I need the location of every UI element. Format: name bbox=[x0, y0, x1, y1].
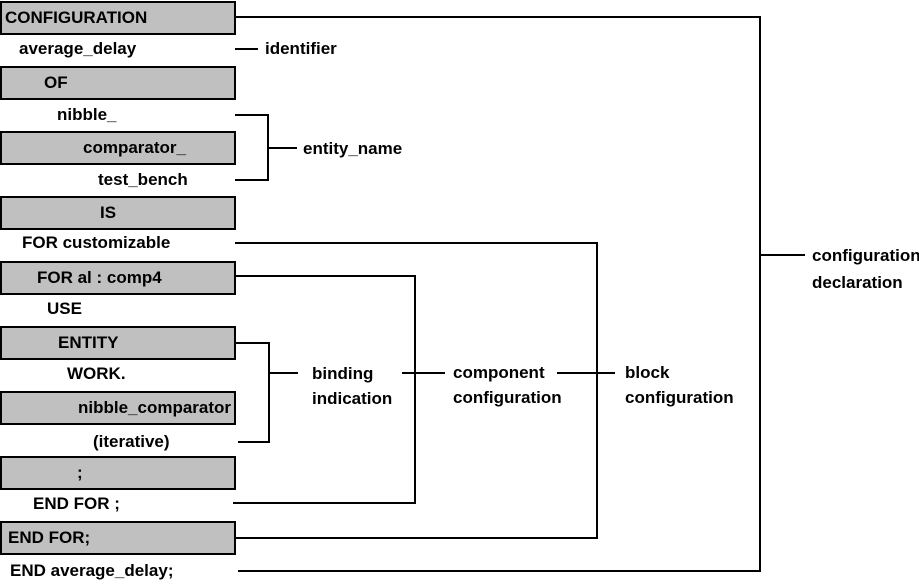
code-fragment-label: USE bbox=[47, 299, 82, 318]
code-fragment-label: END FOR ; bbox=[33, 494, 120, 513]
code-fragment-for-al-comp4: FOR al : comp4 bbox=[0, 261, 236, 295]
code-fragment-label: average_delay bbox=[19, 39, 137, 58]
code-fragment-comparator: comparator_ bbox=[0, 131, 236, 165]
end-for-outer-line bbox=[235, 537, 598, 539]
code-fragment-configuration: CONFIGURATION bbox=[0, 1, 236, 35]
label-entity-name-text: entity_name bbox=[303, 139, 403, 158]
configuration-declaration-stub bbox=[759, 254, 805, 256]
binding-to-component-line bbox=[402, 372, 445, 374]
identifier-stub bbox=[235, 48, 258, 50]
label-binding-line1: binding bbox=[312, 364, 374, 383]
code-fragment-nibble: nibble_ bbox=[57, 104, 117, 126]
code-fragment-label: ; bbox=[77, 463, 83, 482]
for-al-comp4-line bbox=[235, 275, 416, 277]
code-fragment-label: CONFIGURATION bbox=[5, 8, 148, 27]
code-fragment-end-average-delay: END average_delay; bbox=[10, 560, 173, 582]
code-fragment-is: IS bbox=[0, 196, 236, 230]
code-fragment-end-for-inner: END FOR ; bbox=[33, 493, 120, 515]
component-configuration-bracket bbox=[414, 275, 416, 504]
code-fragment-label: ENTITY bbox=[58, 333, 119, 352]
code-fragment-label: IS bbox=[100, 203, 117, 222]
code-fragment-label: END average_delay; bbox=[10, 561, 174, 580]
code-fragment-for-customizable: FOR customizable bbox=[22, 232, 170, 254]
code-fragment-iterative: (iterative) bbox=[93, 431, 170, 453]
code-fragment-end-for-outer: END FOR; bbox=[0, 521, 236, 555]
label-block-line1: block bbox=[625, 363, 670, 382]
iterative-line bbox=[238, 441, 270, 443]
label-component-line1: component bbox=[453, 363, 545, 382]
code-fragment-entity: ENTITY bbox=[0, 326, 236, 360]
code-fragment-use: USE bbox=[47, 298, 82, 320]
code-fragment-label: test_bench bbox=[98, 170, 188, 189]
label-configuration-declaration: configuration declaration bbox=[812, 242, 919, 296]
entity-name-stub bbox=[267, 147, 297, 149]
entity-line bbox=[235, 342, 270, 344]
code-fragment-label: comparator_ bbox=[83, 138, 186, 157]
label-identifier-text: identifier bbox=[265, 39, 337, 58]
code-fragment-label: FOR al : comp4 bbox=[37, 268, 162, 287]
binding-indication-stub bbox=[268, 372, 298, 374]
code-fragment-test-bench: test_bench bbox=[98, 169, 188, 191]
end-for-inner-line bbox=[233, 502, 416, 504]
label-block-configuration: block configuration bbox=[625, 360, 734, 410]
label-binding-indication: binding indication bbox=[312, 361, 392, 411]
label-configdecl-line2: declaration bbox=[812, 273, 903, 292]
binding-indication-bracket bbox=[268, 342, 270, 443]
code-fragment-label: WORK. bbox=[67, 364, 126, 383]
label-identifier: identifier bbox=[265, 38, 337, 60]
code-fragment-label: END FOR; bbox=[8, 528, 91, 547]
code-fragment-of: OF bbox=[0, 66, 236, 100]
code-fragment-work: WORK. bbox=[67, 363, 126, 385]
label-binding-line2: indication bbox=[312, 389, 393, 408]
configuration-bottom-line bbox=[238, 570, 761, 572]
code-fragment-label: OF bbox=[44, 73, 68, 92]
label-entity-name: entity_name bbox=[303, 138, 402, 160]
configuration-top-line bbox=[235, 16, 761, 18]
code-fragment-semicolon: ; bbox=[0, 456, 236, 490]
nibble-line bbox=[235, 114, 269, 116]
for-customizable-line bbox=[235, 242, 598, 244]
code-fragment-label: (iterative) bbox=[93, 432, 170, 451]
code-fragment-label: FOR customizable bbox=[22, 233, 171, 252]
label-component-configuration: component configuration bbox=[453, 360, 562, 410]
test-bench-line bbox=[235, 179, 269, 181]
block-configuration-bracket bbox=[596, 242, 598, 539]
code-fragment-label: nibble_ bbox=[57, 105, 117, 124]
label-component-line2: configuration bbox=[453, 388, 562, 407]
code-fragment-average-delay: average_delay bbox=[19, 38, 136, 60]
label-block-line2: configuration bbox=[625, 388, 734, 407]
component-to-block-line bbox=[557, 372, 615, 374]
configuration-declaration-bracket bbox=[759, 16, 761, 572]
label-configdecl-line1: configuration bbox=[812, 246, 919, 265]
code-fragment-label: nibble_comparator bbox=[78, 398, 232, 417]
code-fragment-nibble-comparator: nibble_comparator bbox=[0, 391, 236, 425]
